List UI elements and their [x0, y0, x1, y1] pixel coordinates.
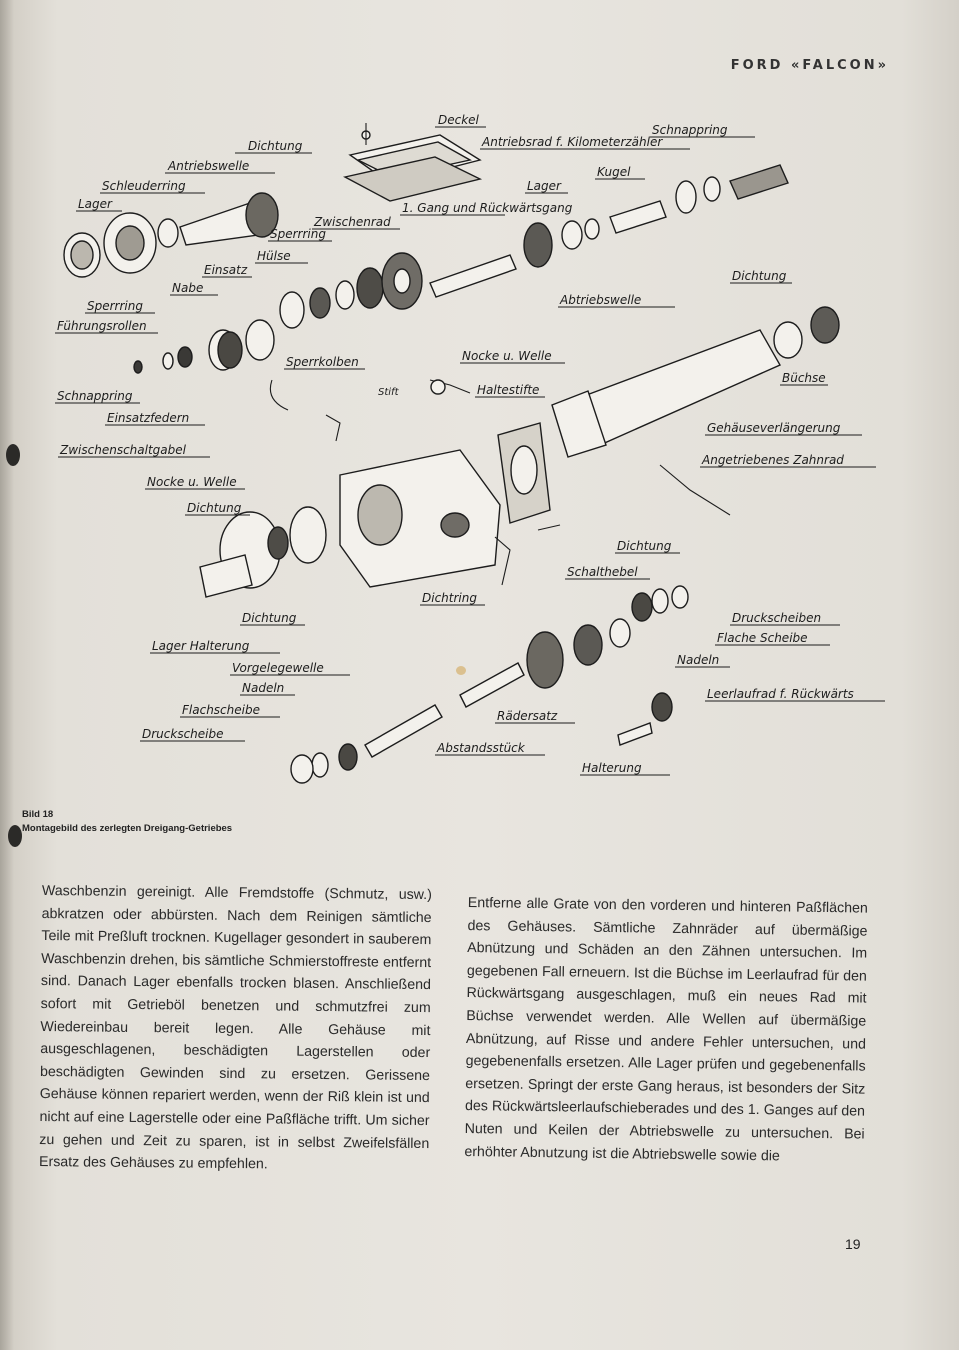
- bearing-retainer-part: [199, 506, 327, 598]
- diagram-labels: Dichtung Antriebswelle Schleuderring Lag…: [57, 113, 854, 775]
- label-schnappring-top: Schnappring: [652, 123, 728, 137]
- label-dichtung-top: Dichtung: [248, 139, 303, 153]
- label-nadeln-left: Nadeln: [242, 681, 284, 695]
- body-text-right-column: Entferne alle Grate von den vorderen und…: [464, 894, 868, 1164]
- label-nocke-welle-left: Nocke u. Welle: [147, 475, 237, 489]
- label-sperrring-mid: Sperrring: [270, 227, 326, 241]
- countershaft-part: [290, 585, 689, 784]
- label-nadeln-right: Nadeln: [677, 653, 719, 667]
- label-lager-halterung: Lager Halterung: [152, 639, 250, 653]
- label-sperrkolben: Sperrkolben: [286, 355, 359, 369]
- label-schnappring-left: Schnappring: [57, 389, 133, 403]
- label-halterung: Halterung: [582, 761, 642, 775]
- label-dichtung-mid: Dichtung: [187, 501, 242, 515]
- label-dichtung-lower: Dichtung: [617, 539, 672, 553]
- label-dichtring: Dichtring: [422, 591, 477, 605]
- leader-lines: [55, 126, 885, 776]
- label-einsatz: Einsatz: [204, 263, 248, 277]
- main-case-part: [339, 449, 501, 588]
- label-leerlaufrad: Leerlaufrad f. Rückwärts: [707, 687, 854, 701]
- label-druckscheibe: Druckscheibe: [142, 727, 224, 741]
- figure-caption-text: Montagebild des zerlegten Dreigang-Getri…: [22, 823, 233, 834]
- paper-stain: [456, 666, 466, 675]
- label-huelse: Hülse: [257, 249, 291, 263]
- input-shaft-part: [63, 192, 279, 278]
- label-zwischenrad: Zwischenrad: [313, 215, 391, 229]
- label-abstandsstueck: Abstandsstück: [436, 741, 526, 755]
- page-gutter-shadow: [0, 0, 14, 1350]
- synchronizer-part: [133, 252, 423, 374]
- label-nabe: Nabe: [172, 281, 203, 295]
- label-schleuderring: Schleuderring: [102, 179, 186, 193]
- shift-parts: [269, 379, 731, 586]
- label-antriebswelle: Antriebswelle: [167, 159, 249, 173]
- label-druckscheiben: Druckscheiben: [732, 611, 821, 625]
- label-lager-right: Lager: [527, 179, 562, 193]
- label-buechse: Büchse: [782, 371, 826, 385]
- main-shaft-part: [429, 164, 789, 298]
- label-nocke-welle-top: Nocke u. Welle: [462, 349, 552, 363]
- cover-part: [343, 123, 483, 202]
- label-angetriebenes-zahnrad: Angetriebenes Zahnrad: [701, 453, 844, 467]
- label-haltestifte: Haltestifte: [477, 383, 539, 397]
- label-flache-scheibe: Flache Scheibe: [717, 631, 808, 645]
- label-vorgelegewelle: Vorgelegewelle: [232, 661, 324, 675]
- label-dichtung-bottom: Dichtung: [242, 611, 297, 625]
- label-sperrring-left: Sperrring: [87, 299, 143, 313]
- figure-caption: Bild 18 Montagebild des zerlegten Dreiga…: [22, 808, 232, 836]
- label-stift: Stift: [378, 387, 400, 398]
- label-zwischenschaltgabel: Zwischenschaltgabel: [59, 443, 187, 457]
- extension-housing-part: [551, 306, 840, 458]
- label-raedersatz: Rädersatz: [497, 709, 558, 723]
- figure-number: Bild 18: [22, 809, 54, 820]
- label-antriebsrad: Antriebsrad f. Kilometerzähler: [481, 135, 663, 149]
- label-gang: 1. Gang und Rückwärtsgang: [402, 201, 573, 215]
- label-schalthebel: Schalthebel: [567, 565, 638, 579]
- diagram-svg: Dichtung Antriebswelle Schleuderring Lag…: [55, 113, 885, 784]
- label-gehaeuseverlaengerung: Gehäuseverlängerung: [707, 421, 841, 435]
- page-number: 19: [845, 1236, 861, 1252]
- body-text-left-column: Waschbenzin gereinigt. Alle Fremdstoffe …: [38, 882, 432, 1173]
- exploded-gearbox-diagram: Dichtung Antriebswelle Schleuderring Lag…: [40, 105, 900, 795]
- label-abtriebswelle: Abtriebswelle: [559, 293, 641, 307]
- running-header: FORD «FALCON»: [730, 58, 889, 73]
- label-deckel: Deckel: [438, 113, 480, 127]
- gasket-part: [497, 422, 551, 524]
- label-kugel: Kugel: [597, 165, 631, 179]
- label-lager-left: Lager: [78, 197, 113, 211]
- label-flachscheibe: Flachscheibe: [182, 703, 260, 717]
- binder-hole-lower: [8, 825, 22, 847]
- binder-hole-upper: [6, 444, 20, 466]
- label-dichtung-right: Dichtung: [732, 269, 787, 283]
- label-einsatzfedern: Einsatzfedern: [107, 411, 189, 425]
- label-fuehrungsrollen: Führungsrollen: [57, 319, 147, 333]
